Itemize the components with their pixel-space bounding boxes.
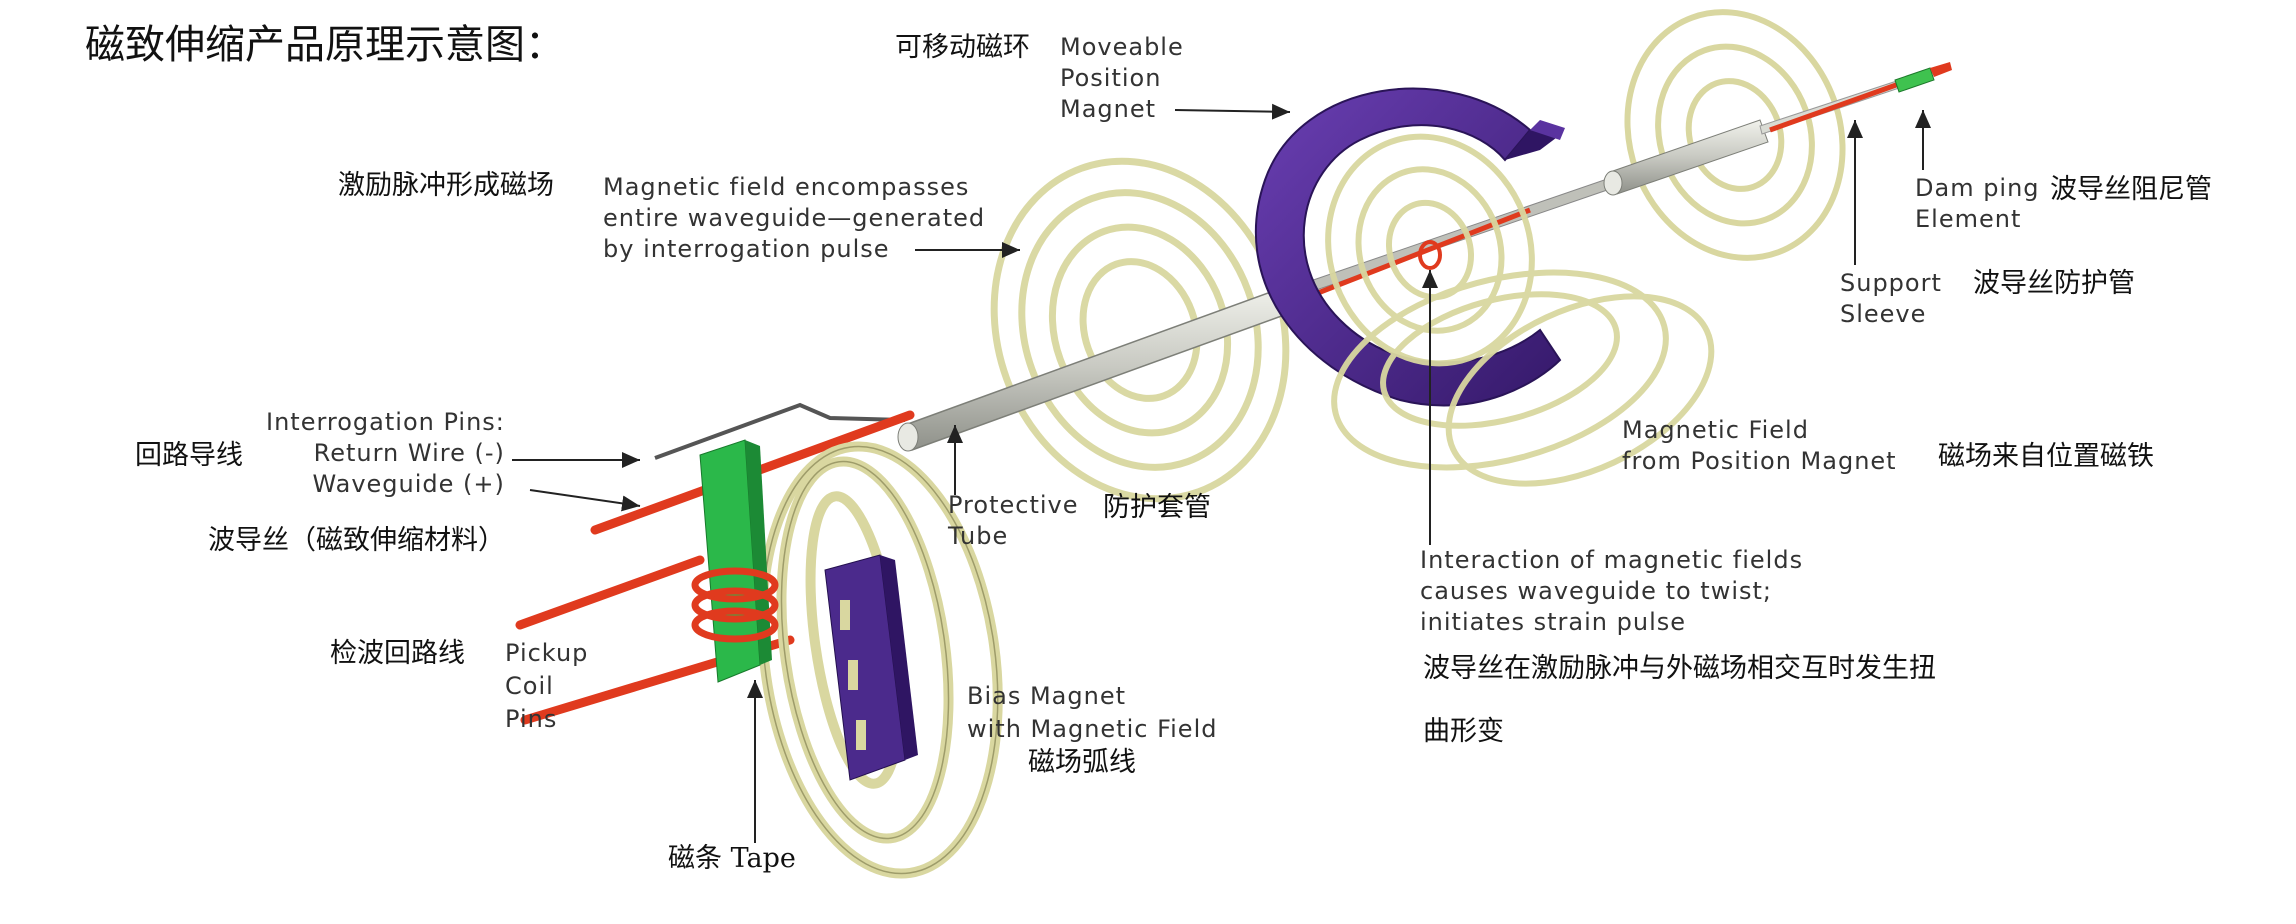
damping-element [1894, 62, 1952, 93]
damping-label-en: Dam ping Element [1915, 174, 2040, 233]
tape-strip [699, 439, 772, 683]
pickup-coil [691, 567, 779, 643]
position-field-label-cn: 磁场来自位置磁铁 [1938, 441, 2154, 472]
magnet-label-en: Moveable Position Magnet [1060, 33, 1184, 123]
pulse-label-en: Magnetic field encompasses entire wavegu… [603, 173, 986, 263]
interaction-label-cn-line1: 波导丝在激励脉冲与外磁场相交互时发生扭 [1423, 653, 1936, 684]
magnet-label-cn: 可移动磁环 [895, 32, 1030, 63]
position-magnet [1254, 87, 1565, 407]
bias-magnet [824, 554, 918, 781]
pickup-coil-label-en: Pickup Coil Pins [505, 639, 589, 733]
position-field-label-en: Magnetic Field from Position Magnet [1622, 416, 1897, 475]
protective-tube-label-cn: 防护套管 [1103, 492, 1211, 523]
interaction-label-cn-line2: 曲形变 [1423, 716, 1504, 747]
protective-tube-label-en: Protective Tube [948, 491, 1079, 550]
bias-magnet-field-rings-outline [761, 445, 999, 875]
bias-magnet-label-en: Bias Magnet with Magnetic Field [967, 682, 1218, 743]
pickup-coil-label-cn: 检波回路线 [330, 638, 465, 669]
page-title: 磁致伸缩产品原理示意图： [85, 22, 565, 68]
return-wire [654, 402, 906, 460]
bias-magnet-label-cn: 磁场弧线 [1028, 747, 1136, 778]
pulse-label-cn: 激励脉冲形成磁场 [338, 170, 554, 201]
tape-label: 磁条 Tape [668, 843, 796, 874]
waveguide-label-cn: 波导丝（磁致伸缩材料） [208, 525, 505, 556]
twist-marker [1418, 240, 1442, 270]
support-sleeve-label-en: Support Sleeve [1840, 269, 1942, 328]
return-wire-label-cn: 回路导线 [135, 440, 243, 471]
damping-label-cn: 波导丝阻尼管 [2050, 174, 2212, 205]
interaction-label-en: Interaction of magnetic fields causes wa… [1420, 546, 1804, 636]
leader-lines [512, 103, 1931, 843]
interrogation-pins-label: Interrogation Pins: Return Wire (-) Wave… [266, 408, 505, 498]
support-sleeve-label-cn: 波导丝防护管 [1973, 268, 2135, 299]
position-magnet-field-rings [1325, 133, 1715, 487]
